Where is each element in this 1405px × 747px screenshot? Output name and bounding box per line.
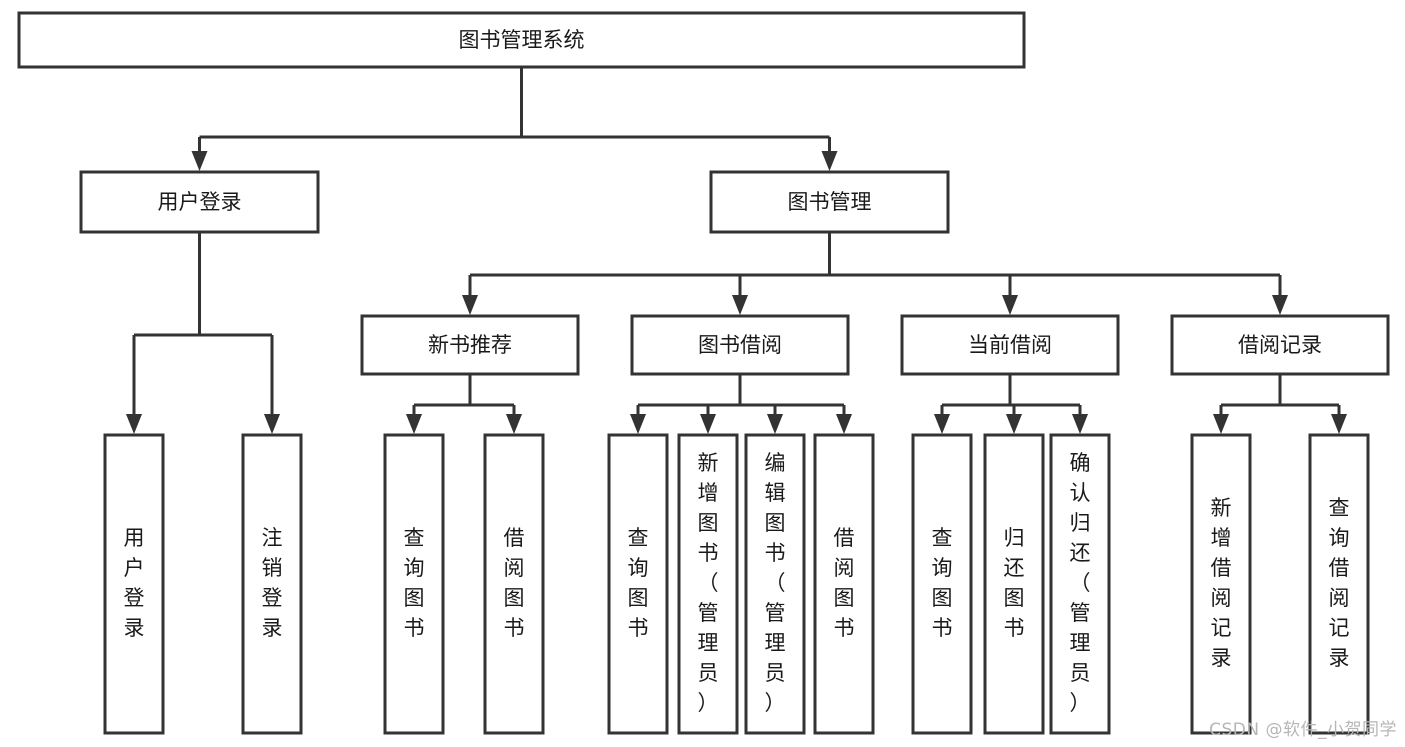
node-l2-1[interactable]: 图书借阅 xyxy=(630,314,850,376)
node-leaf-8[interactable]: 查询图书 xyxy=(911,433,973,735)
node-box[interactable] xyxy=(483,433,545,735)
arrow-head-icon xyxy=(506,414,522,434)
node-label: 图书管理 xyxy=(788,190,872,214)
node-label: 注销登录 xyxy=(262,526,283,640)
node-leaf-6[interactable]: 编辑图书（管理员） xyxy=(744,433,806,735)
node-l2-3[interactable]: 借阅记录 xyxy=(1170,314,1390,376)
node-label: 查询图书 xyxy=(404,526,425,640)
node-layer: 图书管理系统用户登录图书管理新书推荐图书借阅当前借阅借阅记录用户登录注销登录查询… xyxy=(17,11,1390,735)
node-l1-0[interactable]: 用户登录 xyxy=(79,170,320,234)
connector-layer xyxy=(126,67,1347,434)
arrow-head-icon xyxy=(191,151,208,171)
arrow-head-icon xyxy=(1072,414,1088,434)
node-box[interactable] xyxy=(383,433,445,735)
arrow-head-icon xyxy=(1006,414,1022,434)
node-box[interactable] xyxy=(900,314,1120,376)
node-box[interactable] xyxy=(241,433,303,735)
node-box[interactable] xyxy=(630,314,850,376)
arrow-head-icon xyxy=(836,414,852,434)
node-leaf-7[interactable]: 借阅图书 xyxy=(813,433,875,735)
node-label: 图书管理系统 xyxy=(459,28,585,52)
arrow-head-icon xyxy=(767,414,783,434)
node-box[interactable] xyxy=(360,314,580,376)
node-box[interactable] xyxy=(1308,433,1370,735)
node-box[interactable] xyxy=(813,433,875,735)
node-leaf-4[interactable]: 查询图书 xyxy=(607,433,669,735)
node-label: 新书推荐 xyxy=(428,333,512,357)
node-label: 当前借阅 xyxy=(968,333,1052,357)
node-box[interactable] xyxy=(709,170,950,234)
node-label: 借阅图书 xyxy=(834,526,855,640)
node-box[interactable] xyxy=(911,433,973,735)
node-leaf-1[interactable]: 注销登录 xyxy=(241,433,303,735)
node-box[interactable] xyxy=(677,433,739,735)
node-label: 查询图书 xyxy=(628,526,649,640)
node-box[interactable] xyxy=(1190,433,1252,735)
node-leaf-2[interactable]: 查询图书 xyxy=(383,433,445,735)
arrow-head-icon xyxy=(934,414,950,434)
node-box[interactable] xyxy=(607,433,669,735)
arrow-head-icon xyxy=(406,414,422,434)
node-l2-0[interactable]: 新书推荐 xyxy=(360,314,580,376)
node-l2-2[interactable]: 当前借阅 xyxy=(900,314,1120,376)
node-label: 新增借阅记录 xyxy=(1211,496,1232,670)
node-label: 借阅图书 xyxy=(504,526,525,640)
arrow-head-icon xyxy=(126,414,142,434)
node-box[interactable] xyxy=(17,11,1026,69)
node-label: 用户登录 xyxy=(124,526,145,640)
node-label: 确认归还（管理员） xyxy=(1070,451,1091,715)
node-box[interactable] xyxy=(1170,314,1390,376)
node-box[interactable] xyxy=(1049,433,1111,735)
node-leaf-3[interactable]: 借阅图书 xyxy=(483,433,545,735)
node-leaf-0[interactable]: 用户登录 xyxy=(103,433,165,735)
node-box[interactable] xyxy=(983,433,1045,735)
node-label: 编辑图书（管理员） xyxy=(765,451,786,715)
node-leaf-11[interactable]: 新增借阅记录 xyxy=(1190,433,1252,735)
node-label: 新增图书（管理员） xyxy=(698,451,719,715)
node-box[interactable] xyxy=(744,433,806,735)
node-label: 查询借阅记录 xyxy=(1329,496,1350,670)
node-label: 借阅记录 xyxy=(1238,333,1322,357)
node-label: 查询图书 xyxy=(932,526,953,640)
node-box[interactable] xyxy=(79,170,320,234)
arrow-head-icon xyxy=(732,295,748,315)
node-leaf-9[interactable]: 归还图书 xyxy=(983,433,1045,735)
arrow-head-icon xyxy=(1272,295,1288,315)
arrow-head-icon xyxy=(630,414,646,434)
arrow-head-icon xyxy=(700,414,716,434)
arrow-head-icon xyxy=(1213,414,1229,434)
node-label: 用户登录 xyxy=(158,190,242,214)
node-leaf-5[interactable]: 新增图书（管理员） xyxy=(677,433,739,735)
arrow-head-icon xyxy=(1002,295,1018,315)
node-l1-1[interactable]: 图书管理 xyxy=(709,170,950,234)
node-label: 图书借阅 xyxy=(698,333,782,357)
arrow-head-icon xyxy=(1331,414,1347,434)
node-leaf-12[interactable]: 查询借阅记录 xyxy=(1308,433,1370,735)
arrow-head-icon xyxy=(264,414,280,434)
arrow-head-icon xyxy=(821,151,838,171)
node-root[interactable]: 图书管理系统 xyxy=(17,11,1026,69)
node-leaf-10[interactable]: 确认归还（管理员） xyxy=(1049,433,1111,735)
node-box[interactable] xyxy=(103,433,165,735)
node-label: 归还图书 xyxy=(1004,526,1025,640)
arrow-head-icon xyxy=(462,295,478,315)
